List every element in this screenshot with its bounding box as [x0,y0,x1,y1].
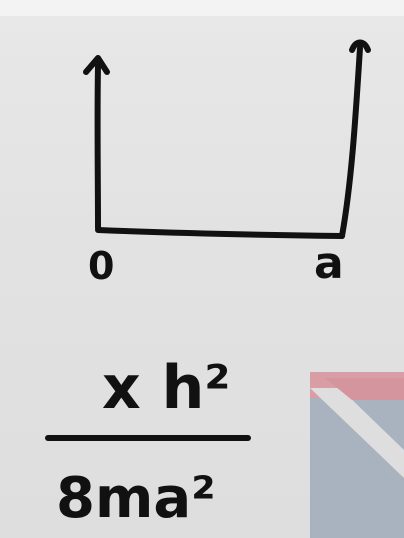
right-wall-arrow [349,39,371,53]
well-bottom [95,227,345,239]
label-zero: 0 [88,244,114,288]
top-margin [0,0,404,16]
formula-numerator: x h² [102,353,231,423]
flag-diagonal-band [310,388,404,478]
left-wall-arrow [83,55,110,75]
formula-denominator: 8ma² [56,466,216,531]
right-wall [339,45,363,239]
corner-flag [310,372,404,538]
potential-well [83,39,371,239]
label-a: a [314,238,344,289]
flag-red-stripe [325,378,404,400]
